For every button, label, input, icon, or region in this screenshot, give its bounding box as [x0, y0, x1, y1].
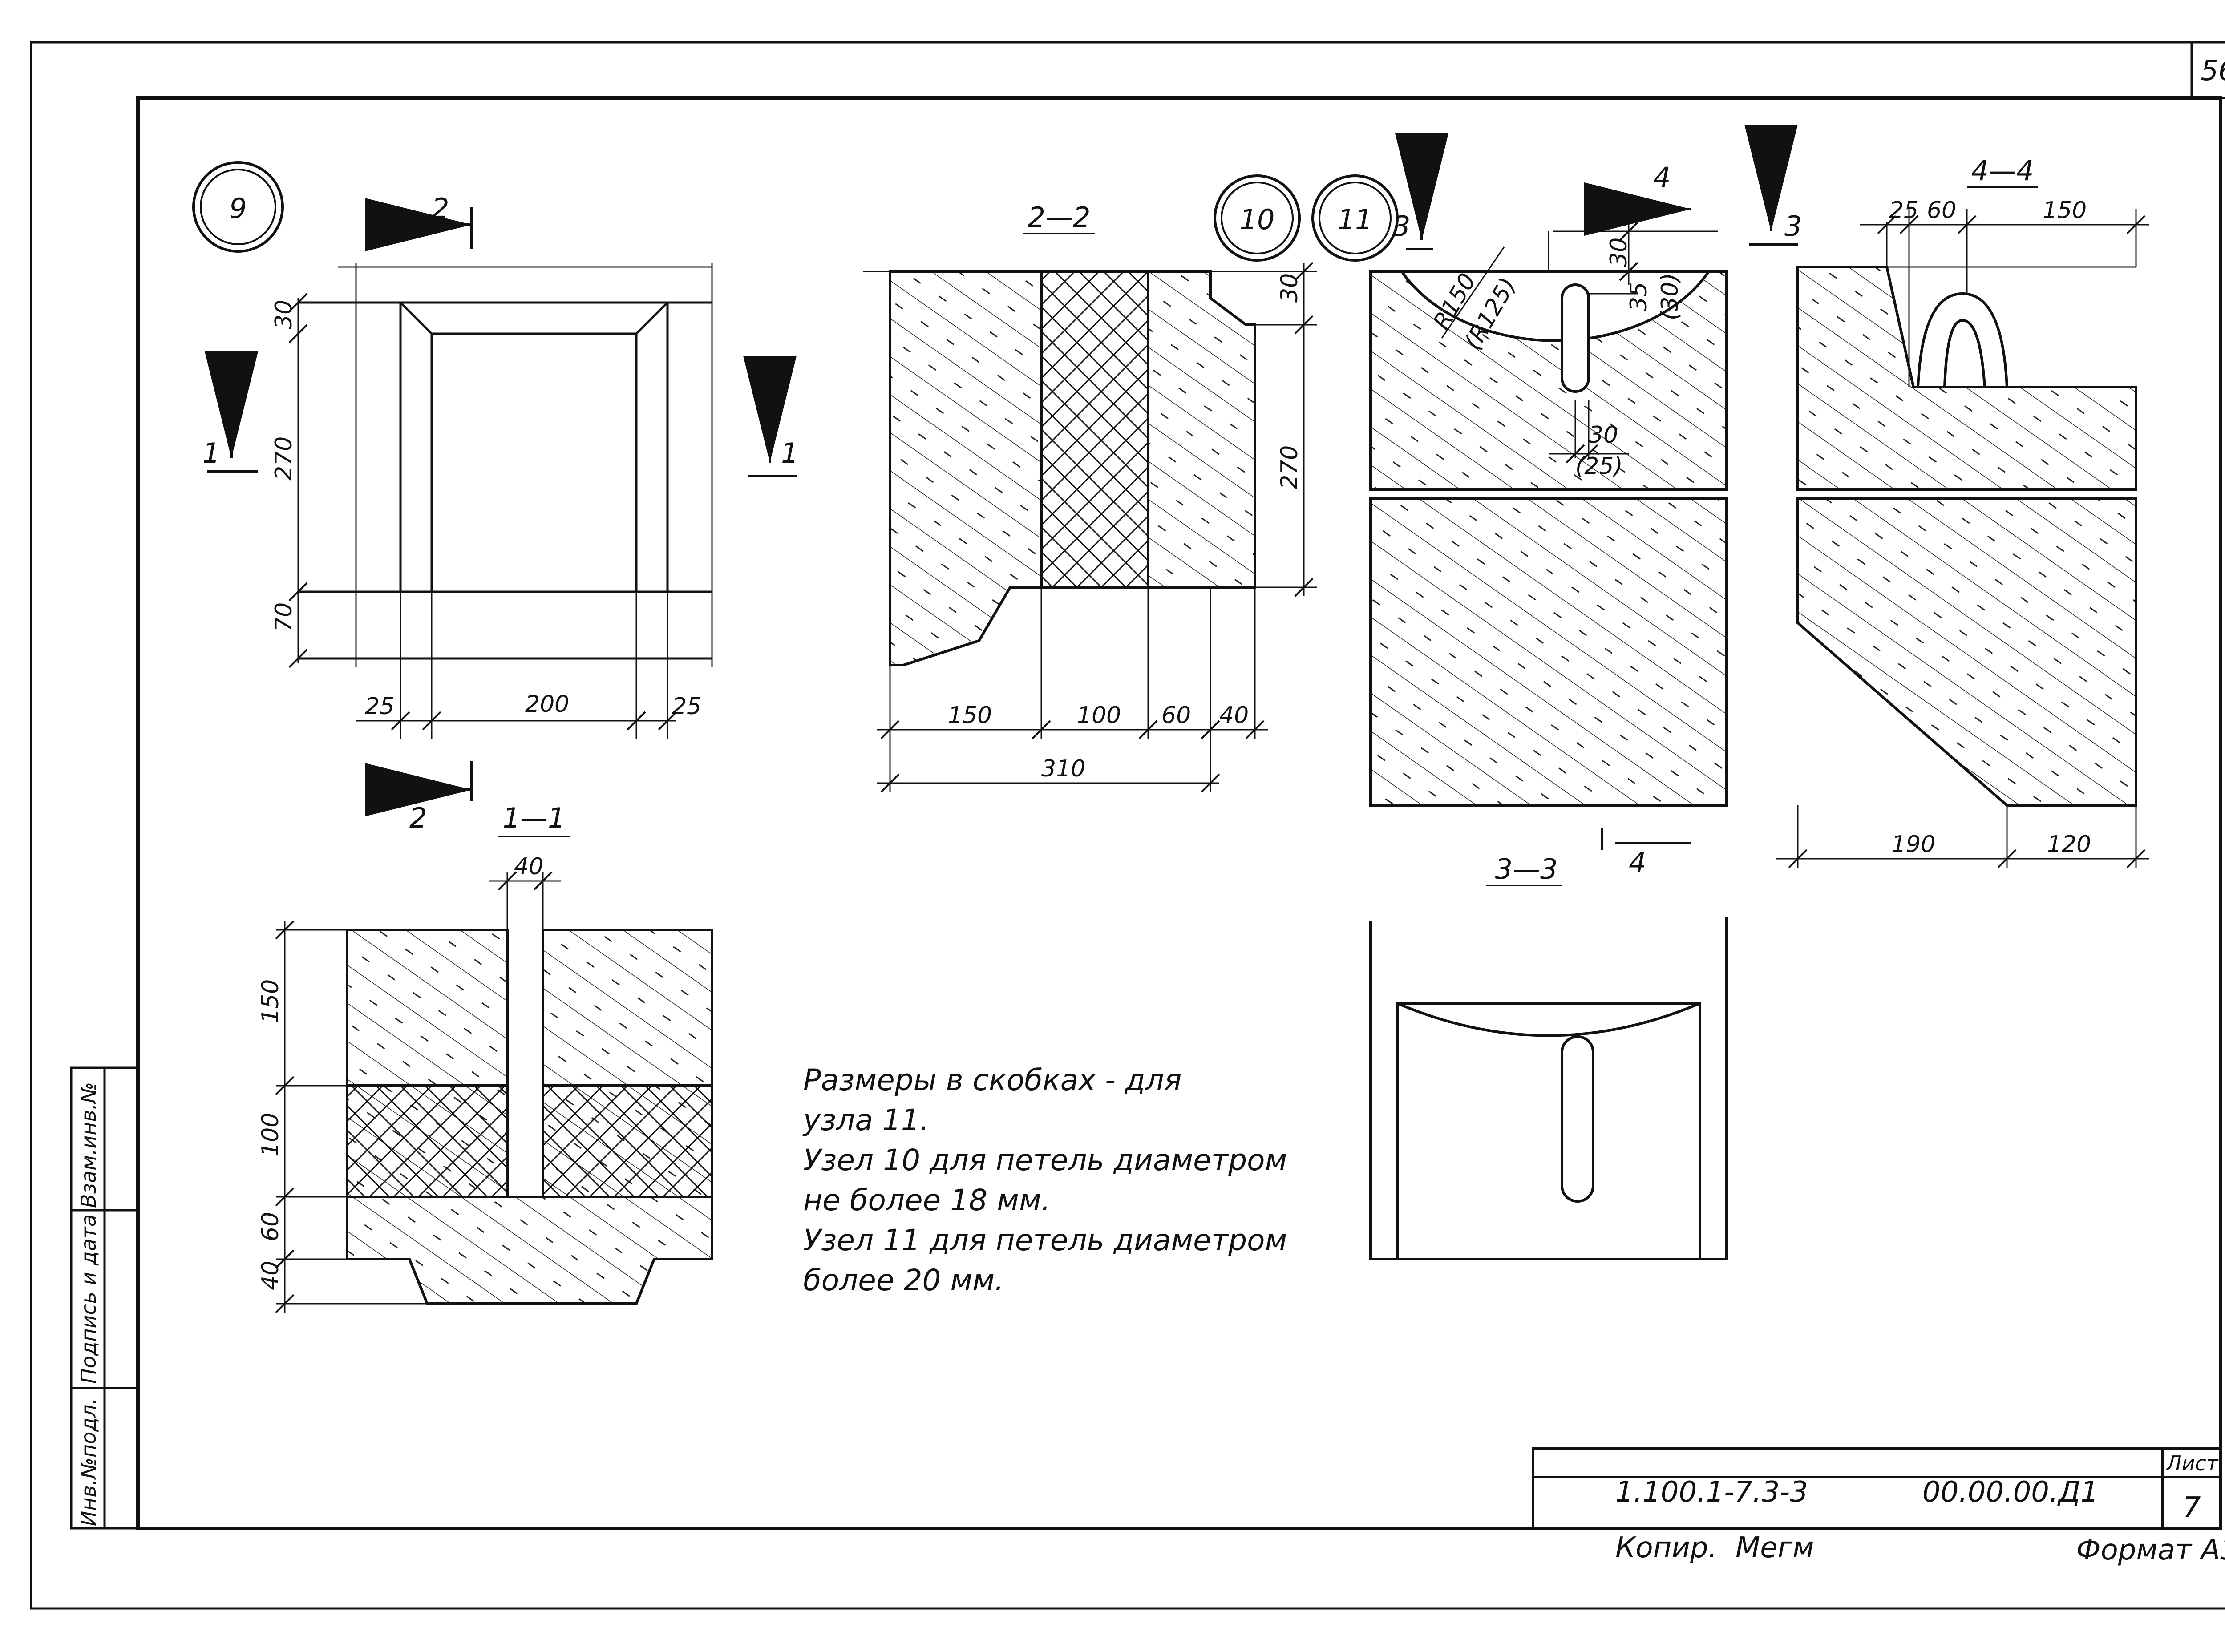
doc-number: 00.00.00.Д1 — [1922, 1476, 2099, 1509]
sec22-dim-40: 40 — [1219, 702, 1249, 729]
note-line-2: узла 11. — [802, 1103, 929, 1137]
side-stamp — [70, 1066, 139, 1530]
front-dim-200: 200 — [525, 691, 569, 718]
cut-2-top: 2 — [432, 192, 449, 225]
node-10-label: 10 — [1240, 203, 1275, 236]
note-line-4: не более 18 мм. — [803, 1183, 1051, 1217]
node10-cut-3: 3 — [1393, 210, 1410, 242]
section-2-2: 2—2 — [863, 201, 1317, 793]
sec11-dim-60: 60 — [257, 1212, 284, 1241]
section-3-3: 3—3 — [1369, 853, 1728, 1260]
cut-1-right: 1 — [781, 437, 798, 469]
cut-1-left: 1 — [202, 437, 220, 469]
section-4-4-title: 4—4 — [1971, 154, 2034, 187]
sec11-dim-40b: 40 — [257, 1261, 284, 1290]
note-line-1: Размеры в скобках - для — [803, 1063, 1182, 1097]
note-line-5: Узел 11 для петель диаметром — [803, 1223, 1287, 1257]
node10-dim-30: 30 — [1606, 238, 1632, 267]
sec44-dim-190: 190 — [1891, 831, 1935, 858]
node-9-label: 9 — [229, 192, 247, 225]
sec22-dim-60: 60 — [1161, 702, 1191, 729]
node-9-front-view: 9 — [192, 161, 798, 834]
sec11-dim-40: 40 — [514, 853, 543, 880]
section-4-4: 4—4 25 60 — [1744, 125, 2149, 868]
node10-dim-30b: 30 — [1589, 422, 1618, 448]
sec22-dim-270: 270 — [1276, 445, 1303, 489]
sec22-dim-310: 310 — [1041, 755, 1085, 782]
section-3-3-title: 3—3 — [1495, 853, 1558, 885]
front-dim-270: 270 — [271, 436, 297, 481]
sheet-frame — [30, 41, 2225, 1610]
title-block — [1532, 1447, 2222, 1530]
node10-dim-35: 35 — [1626, 282, 1652, 311]
node-11-label: 11 — [1338, 203, 1373, 236]
notes-block: Размеры в скобках - для узла 11. Узел 10… — [802, 1063, 1287, 1297]
front-dim-25-right: 25 — [672, 693, 701, 720]
node10-dim-30-alt: (30) — [1657, 273, 1683, 320]
node10-dim-25-alt: (25) — [1575, 453, 1623, 480]
sec44-dim-150: 150 — [2043, 197, 2087, 224]
copied-label: Копир. — [1615, 1531, 1717, 1564]
front-dim-70: 70 — [271, 602, 297, 632]
section-2-2-title: 2—2 — [1028, 201, 1091, 234]
sec11-dim-150: 150 — [257, 979, 284, 1023]
note-line-6: более 20 мм. — [803, 1263, 1004, 1297]
sec44-dim-25: 25 — [1889, 197, 1918, 224]
section-1-1: 1—1 40 150 — [257, 802, 713, 1313]
sheet-number: 7 — [2183, 1491, 2201, 1524]
page-number: 56 — [2201, 54, 2225, 87]
cut-2-bottom: 2 — [409, 802, 427, 834]
sec44-dim-60: 60 — [1927, 197, 1956, 224]
side-stamp-vzam: Взам.инв.№ — [77, 1082, 101, 1208]
sec44-dim-120: 120 — [2047, 831, 2091, 858]
copier-signature: Мегм — [1736, 1531, 1814, 1564]
sec22-dim-150: 150 — [948, 702, 992, 729]
node-10-11-view: 10 11 30 35 (30) 30 (25 — [1214, 133, 1728, 879]
side-stamp-podpis: Подпись и дата — [77, 1214, 101, 1384]
doc-code: 1.100.1-7.3-3 — [1615, 1476, 1808, 1509]
section-1-1-title: 1—1 — [503, 802, 566, 834]
side-stamp-inv-podl: Инв.№подл. — [77, 1398, 101, 1526]
cut-4-top: 4 — [1653, 161, 1671, 194]
sec22-dim-100: 100 — [1077, 702, 1121, 729]
front-dim-25-left: 25 — [365, 693, 394, 720]
section33-cut-3: 3 — [1784, 210, 1802, 242]
format-label: Формат А3 — [2076, 1534, 2225, 1567]
sec11-dim-100: 100 — [257, 1113, 284, 1157]
cut-4-bottom: 4 — [1629, 846, 1646, 879]
note-line-3: Узел 10 для петель диаметром — [803, 1143, 1287, 1177]
sheet-label: Лист — [2165, 1451, 2219, 1475]
sec22-dim-30: 30 — [1276, 273, 1303, 303]
front-dim-30: 30 — [271, 300, 297, 329]
